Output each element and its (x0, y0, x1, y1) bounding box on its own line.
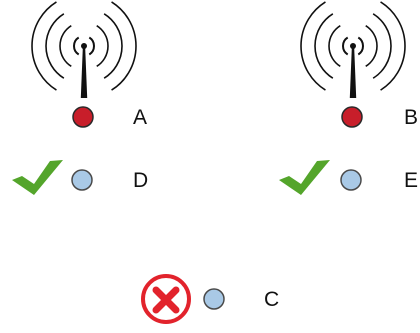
node-d-label: D (133, 169, 148, 192)
node-c-dot (203, 288, 225, 310)
cross-icon (141, 274, 191, 324)
signal-wave (111, 1, 137, 91)
antenna-icon (31, 1, 137, 98)
signal-wave (96, 24, 109, 68)
node-b-dot (341, 106, 363, 128)
signal-wave (380, 1, 406, 91)
node-c-label: C (264, 288, 279, 311)
node-a: A (72, 106, 147, 129)
signal-wave (357, 36, 364, 56)
node-a-label: A (133, 106, 147, 129)
antenna-mast (80, 48, 88, 98)
signal-wave (314, 13, 334, 79)
signal-wave (365, 24, 378, 68)
signal-wave (342, 36, 349, 56)
node-e-label: E (404, 169, 418, 192)
signal-wave (73, 36, 80, 56)
node-c: C (141, 274, 279, 324)
signal-wave (59, 24, 72, 68)
checkmark-icon (279, 160, 330, 195)
signal-wave (372, 13, 392, 79)
signal-wave (31, 1, 57, 91)
antenna-hub (81, 43, 87, 49)
signal-wave (45, 13, 65, 79)
signal-wave (300, 1, 326, 91)
node-d: D (12, 160, 148, 195)
signal-wave (88, 36, 95, 56)
antenna-hub (350, 43, 356, 49)
signal-wave (328, 24, 341, 68)
checkmark-icon (12, 160, 63, 195)
antenna-icon (300, 1, 406, 98)
node-d-dot (71, 169, 93, 191)
node-b-label: B (404, 106, 418, 129)
node-b: B (341, 106, 418, 129)
node-e: E (279, 160, 418, 195)
antenna-mast (349, 48, 357, 98)
signal-wave (103, 13, 123, 79)
node-e-dot (340, 169, 362, 191)
node-a-dot (72, 106, 94, 128)
